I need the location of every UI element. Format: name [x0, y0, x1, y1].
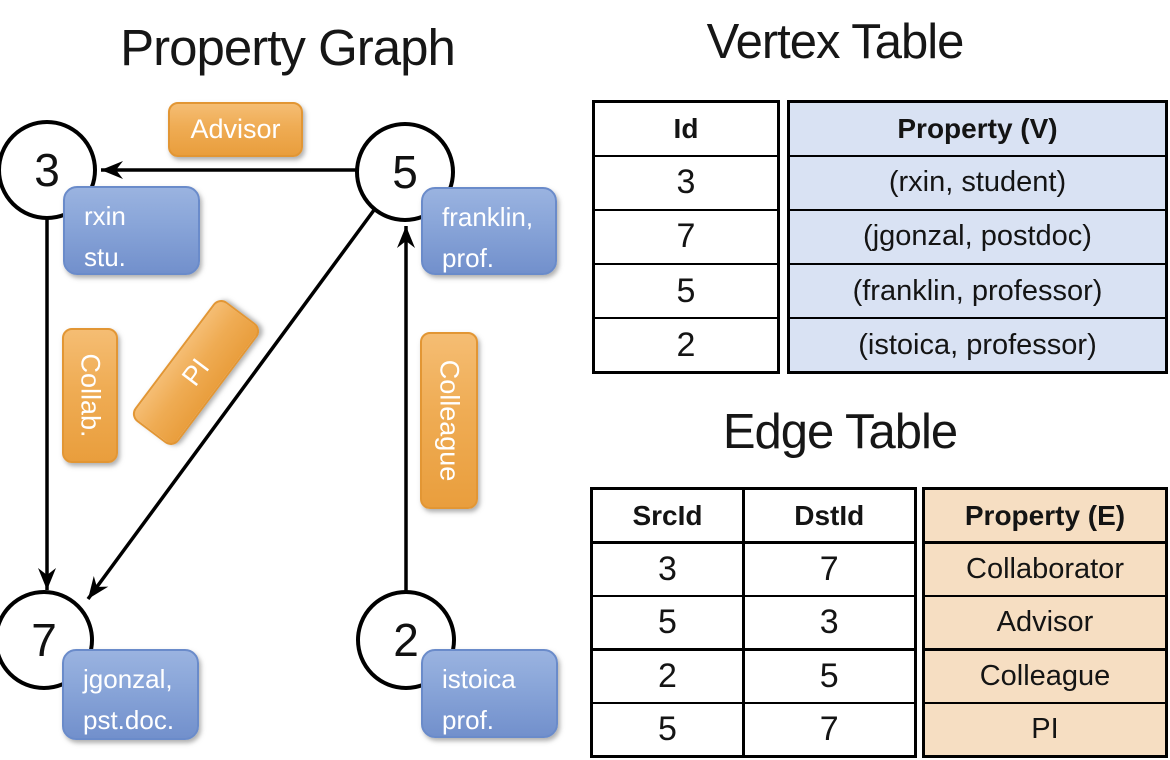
edge-label-text: PI — [175, 352, 216, 392]
edge-label-collab: Collab. — [62, 328, 118, 463]
edge-dstid-header: DstId — [744, 490, 914, 541]
vertex-property-cell: (rxin, student) — [790, 157, 1165, 209]
edge-srcid-cell: 5 — [593, 704, 742, 755]
edge-label-text: Colleague — [434, 359, 465, 482]
vertex-property-box-2: istoica prof. — [421, 649, 558, 738]
vertex-property-cell: (istoica, professor) — [790, 319, 1165, 371]
vertex-property-line: prof. — [442, 705, 495, 735]
vertex-property-box-3: rxin stu. — [63, 186, 200, 275]
vertex-property-cell: (franklin, professor) — [790, 265, 1165, 317]
node-id-label: 5 — [392, 146, 418, 198]
edge-label-colleague: Colleague — [420, 332, 478, 509]
vertex-property-line: prof. — [442, 243, 495, 273]
vertex-table-title: Vertex Table — [706, 15, 965, 69]
edge-dstid-cell: 5 — [744, 650, 914, 702]
edge-label-text: Collab. — [75, 353, 106, 438]
node-id-label: 2 — [393, 614, 419, 666]
vertex-property-line: franklin, — [442, 202, 534, 232]
vertex-id-cell: 5 — [595, 265, 777, 317]
edge-srcid-cell: 2 — [593, 650, 742, 702]
vertex-property-line: jgonzal, — [83, 664, 173, 694]
vertex-id-cell: 2 — [595, 319, 777, 371]
vertex-table-property-column: Property (V) (rxin, student) (jgonzal, p… — [787, 100, 1168, 374]
vertex-property-cell: (jgonzal, postdoc) — [790, 211, 1165, 263]
vertex-property-header: Property (V) — [790, 103, 1165, 155]
edge-srcid-header: SrcId — [593, 490, 742, 541]
vertex-property-box-5: franklin, prof. — [421, 187, 557, 275]
edge-dstid-cell: 7 — [744, 704, 914, 755]
edge-table-id-columns: SrcId DstId 3 7 5 3 2 5 5 7 — [590, 487, 917, 758]
vertex-table-id-column: Id 3 7 5 2 — [592, 100, 780, 374]
vertex-id-cell: 7 — [595, 211, 777, 263]
vertex-id-cell: 3 — [595, 157, 777, 209]
edge-property-cell: Colleague — [925, 650, 1165, 702]
edge-property-cell: PI — [925, 704, 1165, 755]
edge-property-cell: Collaborator — [925, 543, 1165, 595]
vertex-property-line: stu. — [84, 242, 126, 272]
vertex-property-line: istoica — [442, 664, 516, 694]
property-graph-title: Property Graph — [120, 19, 456, 76]
vertex-id-header: Id — [595, 103, 777, 155]
node-id-label: 3 — [34, 144, 60, 196]
edge-dstid-cell: 3 — [744, 597, 914, 648]
edge-table-title: Edge Table — [722, 405, 958, 459]
edge-label-text: Advisor — [190, 114, 281, 144]
edge-srcid-cell: 5 — [593, 597, 742, 648]
vertex-property-box-7: jgonzal, pst.doc. — [62, 649, 199, 740]
edge-line-pi-5-to-7 — [86, 204, 379, 601]
edge-label-advisor: Advisor — [168, 102, 303, 157]
vertex-property-line: pst.doc. — [83, 705, 175, 735]
edge-table-property-column: Property (E) Collaborator Advisor Collea… — [922, 487, 1168, 758]
edge-property-header: Property (E) — [925, 490, 1165, 541]
graph-edges-svg — [38, 161, 415, 601]
edge-property-cell: Advisor — [925, 597, 1165, 648]
node-id-label: 7 — [31, 614, 57, 666]
vertex-property-line: rxin — [84, 201, 126, 231]
edge-srcid-cell: 3 — [593, 543, 742, 595]
edge-dstid-cell: 7 — [744, 543, 914, 595]
graph-node-5: 5 — [355, 122, 455, 222]
